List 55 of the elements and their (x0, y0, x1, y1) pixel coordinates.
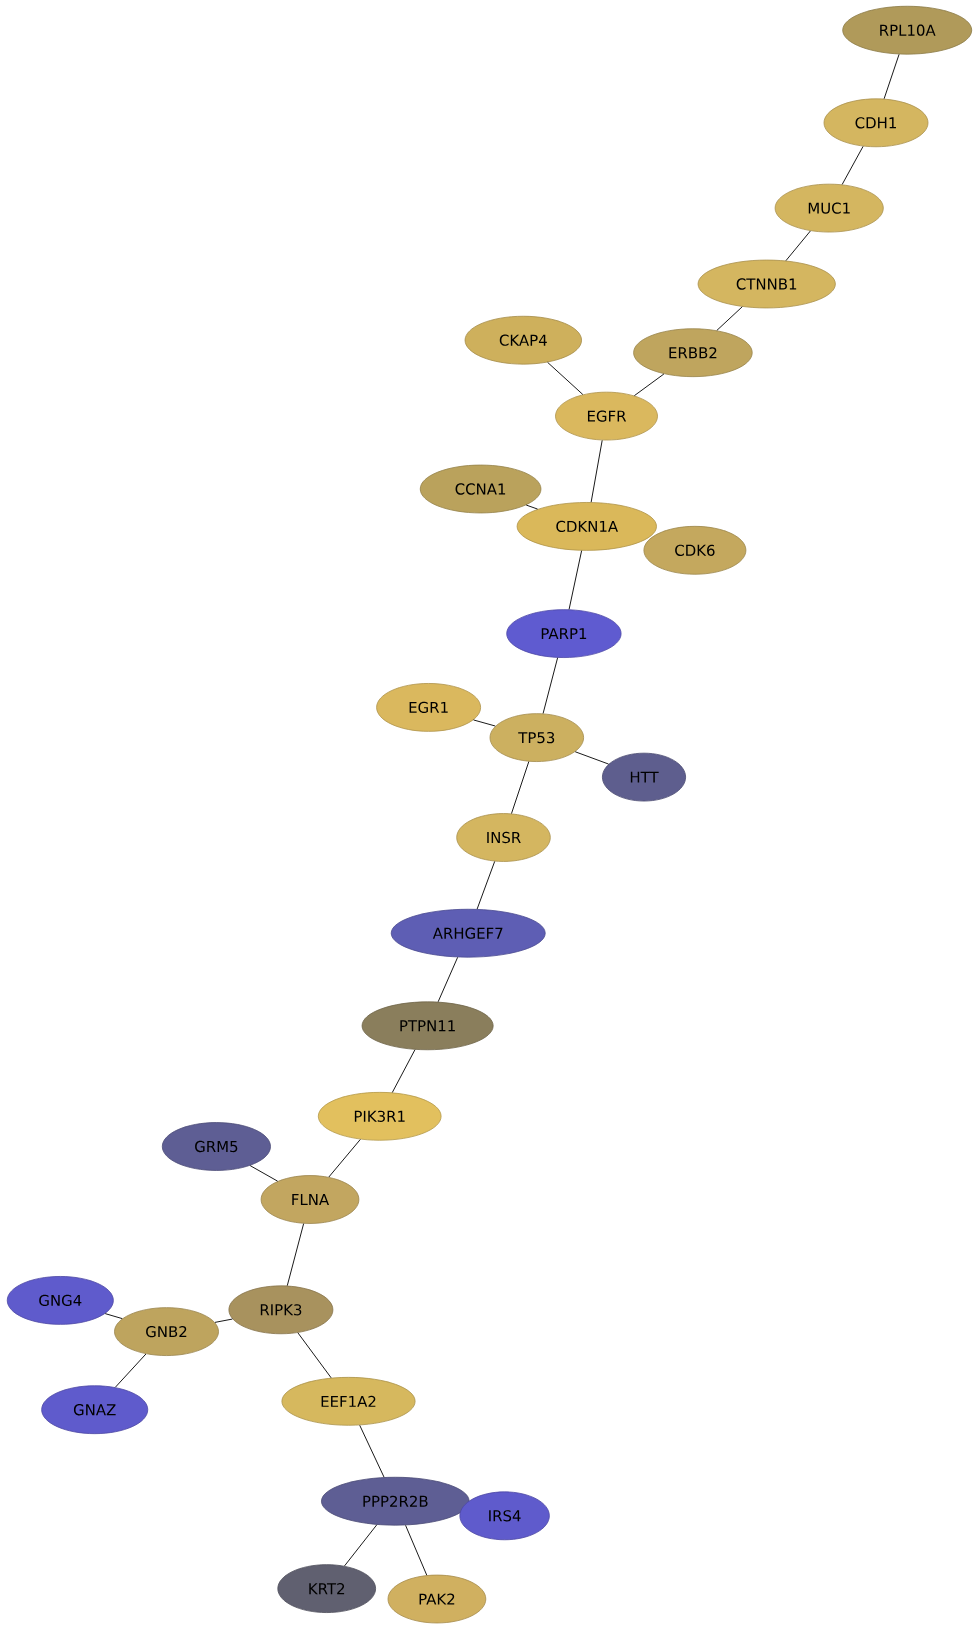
ellipse-node: GRM5 (161, 1122, 271, 1171)
ellipse-node: KRT2 (277, 1564, 376, 1613)
edge-line (568, 550, 583, 610)
ellipse-node: CDH1 (823, 98, 929, 148)
edge-line (214, 1318, 233, 1323)
ellipse-node: EEF1A2 (281, 1376, 416, 1426)
edge-line (297, 1332, 332, 1379)
ellipse-node: PAK2 (387, 1574, 487, 1624)
ellipse-node: PPP2R2B (321, 1476, 470, 1526)
edge-line (328, 1139, 361, 1178)
edge-line (511, 761, 530, 814)
edge-line (391, 1049, 416, 1093)
ellipse-node: EGR1 (376, 683, 481, 732)
edge-line (249, 1165, 279, 1182)
ellipse-node: IRS4 (459, 1491, 550, 1541)
ellipse-node: ERBB2 (633, 328, 753, 378)
ellipse-node: TP53 (489, 713, 584, 762)
edge-line (405, 1524, 428, 1576)
ellipse-node: RIPK3 (228, 1285, 334, 1335)
ellipse-node: PARP1 (506, 609, 622, 658)
ellipse-node: GNB2 (114, 1307, 219, 1356)
edge-line (841, 145, 864, 185)
ellipse-node: GNAZ (41, 1385, 149, 1435)
ellipse-node: HTT (602, 752, 686, 802)
ellipse-node: INSR (456, 813, 551, 862)
ellipse-node: ARHGEF7 (390, 908, 546, 958)
ellipse-node: FLNA (260, 1175, 360, 1224)
ellipse-node: CDKN1A (516, 502, 657, 551)
edge-line (542, 657, 559, 714)
edge-line (104, 1313, 123, 1320)
edge-line (525, 504, 539, 510)
ellipse-node: PTPN11 (361, 1001, 494, 1051)
ellipse-node: CCNA1 (419, 464, 542, 514)
edge-line (883, 53, 900, 100)
edge-line (473, 719, 496, 727)
ellipse-node: CDK6 (643, 525, 747, 575)
edge-line (574, 751, 609, 765)
ellipse-node: RPL10A (842, 5, 973, 55)
edge-line (437, 956, 459, 1003)
edge-line (344, 1524, 378, 1567)
edge-line (359, 1424, 385, 1478)
ellipse-node: MUC1 (774, 183, 884, 233)
edge-line (633, 373, 665, 397)
edge-line (476, 860, 496, 910)
ellipse-node: EGFR (555, 391, 658, 441)
edge-line (114, 1353, 147, 1388)
ellipse-node: CKAP4 (464, 315, 582, 365)
edge-line (716, 306, 743, 331)
edge-line (590, 439, 603, 503)
ellipse-node: PIK3R1 (317, 1091, 442, 1141)
edge-line (286, 1223, 305, 1287)
ellipse-node: GNG4 (6, 1276, 114, 1325)
edge-line (785, 230, 811, 262)
ellipse-node: CTNNB1 (697, 259, 836, 309)
edge-line (547, 361, 584, 395)
